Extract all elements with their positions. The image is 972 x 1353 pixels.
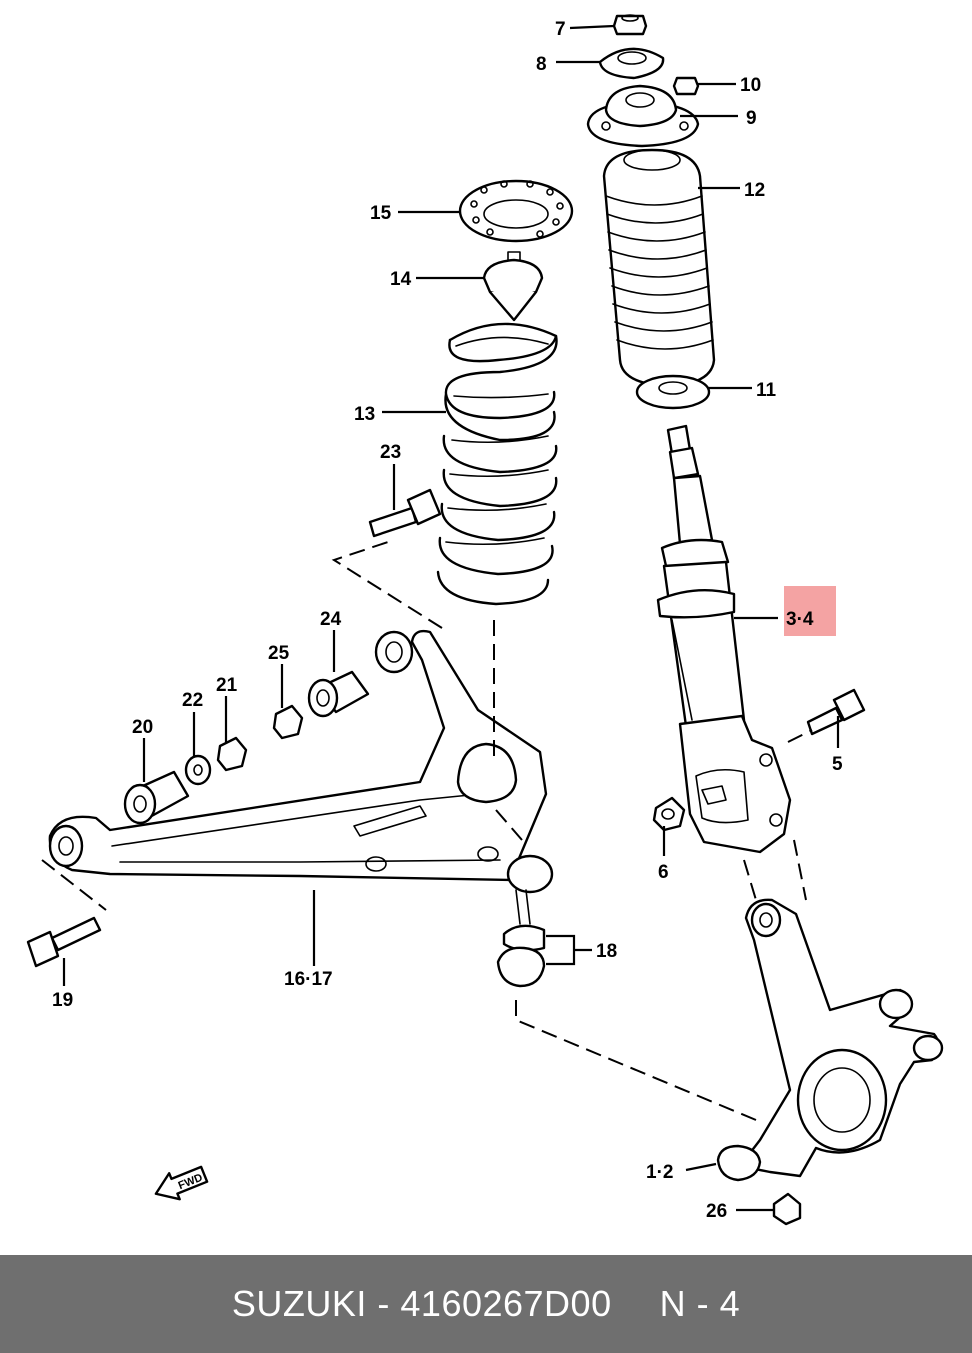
part-16-17-lower-arm [48, 629, 554, 894]
part-15-rubber-seat [458, 179, 574, 243]
part-14-bump-stop [482, 251, 544, 322]
callout-22: 22 [182, 690, 203, 711]
callout-6: 6 [658, 862, 669, 883]
callout-11: 11 [756, 380, 777, 401]
front-arrow-icon: FWD [154, 1165, 209, 1201]
part-26-nut [772, 1192, 802, 1226]
highlight-box [784, 586, 836, 636]
callout-7: 7 [555, 19, 566, 40]
assembly-lines [41, 539, 813, 1121]
part-19-bolt [26, 916, 102, 968]
callout-3-4: 3·4 [786, 609, 814, 630]
callout-21: 21 [216, 675, 238, 696]
callout-16-17: 16·17 [284, 969, 333, 990]
strut-bracket [678, 714, 792, 854]
part-13-coil-spring [436, 322, 558, 606]
callout-15: 15 [370, 203, 392, 224]
part-25-nut [272, 704, 304, 740]
part-7-nut [612, 14, 648, 36]
part-6-nut [652, 796, 686, 832]
callout-9: 9 [746, 108, 757, 129]
parts-diagram: 7 8 10 9 12 15 14 13 11 23 3·4 24 25 22 … [26, 14, 944, 1226]
callout-23: 23 [380, 442, 401, 463]
footer-part-number: 4160267D00 [400, 1283, 612, 1324]
part-22-washer [184, 754, 212, 786]
part-9-strut-mount [586, 84, 700, 148]
part-20-bushing [123, 770, 190, 825]
part-10-nut [672, 76, 700, 96]
part-3-4-shock-absorber [656, 424, 746, 728]
callout-10: 10 [740, 75, 761, 96]
footer-section: N - 4 [659, 1283, 741, 1324]
callout-8: 8 [536, 54, 547, 75]
leader-lines [62, 24, 840, 1212]
footer-separator: - [377, 1283, 390, 1324]
part-18-ball-joint-boot [496, 889, 546, 988]
part-24-bushing [307, 670, 370, 718]
part-12-dust-boot [602, 148, 716, 388]
callout-13: 13 [354, 404, 375, 425]
footer-brand: SUZUKI [231, 1283, 367, 1324]
part-21-nut [216, 736, 248, 772]
front-suspension-exploded-view: 7 8 10 9 12 15 14 13 11 23 3·4 24 25 22 … [26, 14, 944, 1226]
callout-labels: 7 8 10 9 12 15 14 13 11 23 3·4 24 25 22 … [52, 19, 843, 1222]
part-23-bolt [368, 488, 442, 538]
part-8-plate [598, 47, 665, 80]
callout-18: 18 [596, 941, 617, 962]
callout-14: 14 [390, 269, 412, 290]
callout-1-2: 1·2 [646, 1162, 673, 1183]
callout-19: 19 [52, 990, 73, 1011]
callout-25: 25 [268, 643, 290, 664]
callout-5: 5 [832, 754, 843, 775]
part-1-2-knuckle [716, 898, 944, 1182]
callout-26: 26 [706, 1201, 727, 1222]
callout-24: 24 [320, 609, 342, 630]
callout-12: 12 [744, 180, 765, 201]
part-5-bolt [806, 688, 866, 736]
footer-bar: SUZUKI - 4160267D00 N - 4 [0, 1255, 972, 1353]
part-11-spring-seat [635, 374, 711, 410]
callout-20: 20 [132, 717, 153, 738]
